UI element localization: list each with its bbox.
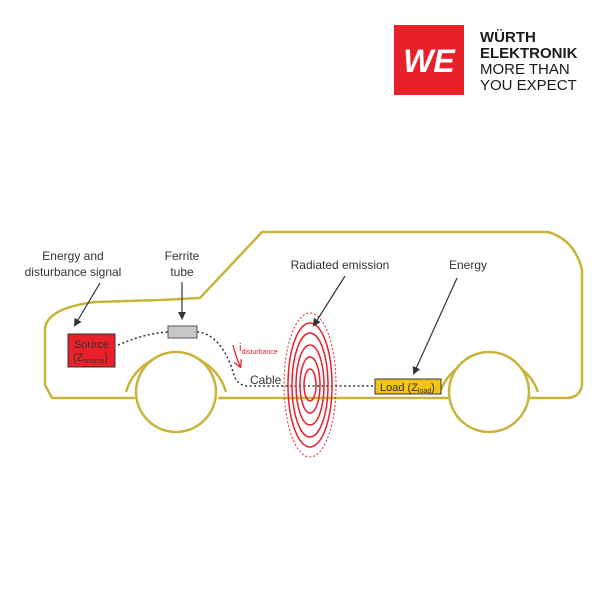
label-disturbance-current: idisturbance [239,342,278,356]
logo-company: WÜRTH [480,29,536,46]
source-box: Source (Zsource) [67,333,116,368]
arrow-disturbance-current [232,344,240,366]
arrow-energy-disturbance [73,282,101,327]
cable [117,331,376,387]
arrow-radiated-emission [312,275,346,327]
logo-mark-background [394,25,464,95]
logo-slogan-1: MORE THAN [480,61,570,78]
label-radiated-emission: Radiated emission [291,258,390,272]
car-outline [43,230,584,400]
label-ferrite-1: Ferrite [165,249,200,263]
label-ferrite-2: tube [170,265,194,279]
load-label: Load (Zload) [380,382,435,395]
logo-slogan-2: YOU EXPECT [480,77,577,94]
label-energy-disturbance-1: Energy and [42,249,103,263]
logo-mark: WE [403,43,456,79]
logo-company-2: ELEKTRONIK [480,45,578,62]
ferrite-tube [167,325,198,339]
rear-wheel [447,350,531,434]
label-energy: Energy [449,258,487,272]
label-cable: Cable [250,373,282,387]
arrow-energy [412,277,458,375]
front-wheel [134,350,218,434]
source-impedance: (Zsource) [73,352,108,365]
radiated-emission-rings [283,312,337,458]
wurth-logo: WE WÜRTH ELEKTRONIK MORE THAN YOU EXPECT [394,25,578,95]
label-energy-disturbance-2: disturbance signal [25,265,122,279]
load-box: Load (Zload) [374,378,442,395]
source-label: Source [74,339,109,351]
